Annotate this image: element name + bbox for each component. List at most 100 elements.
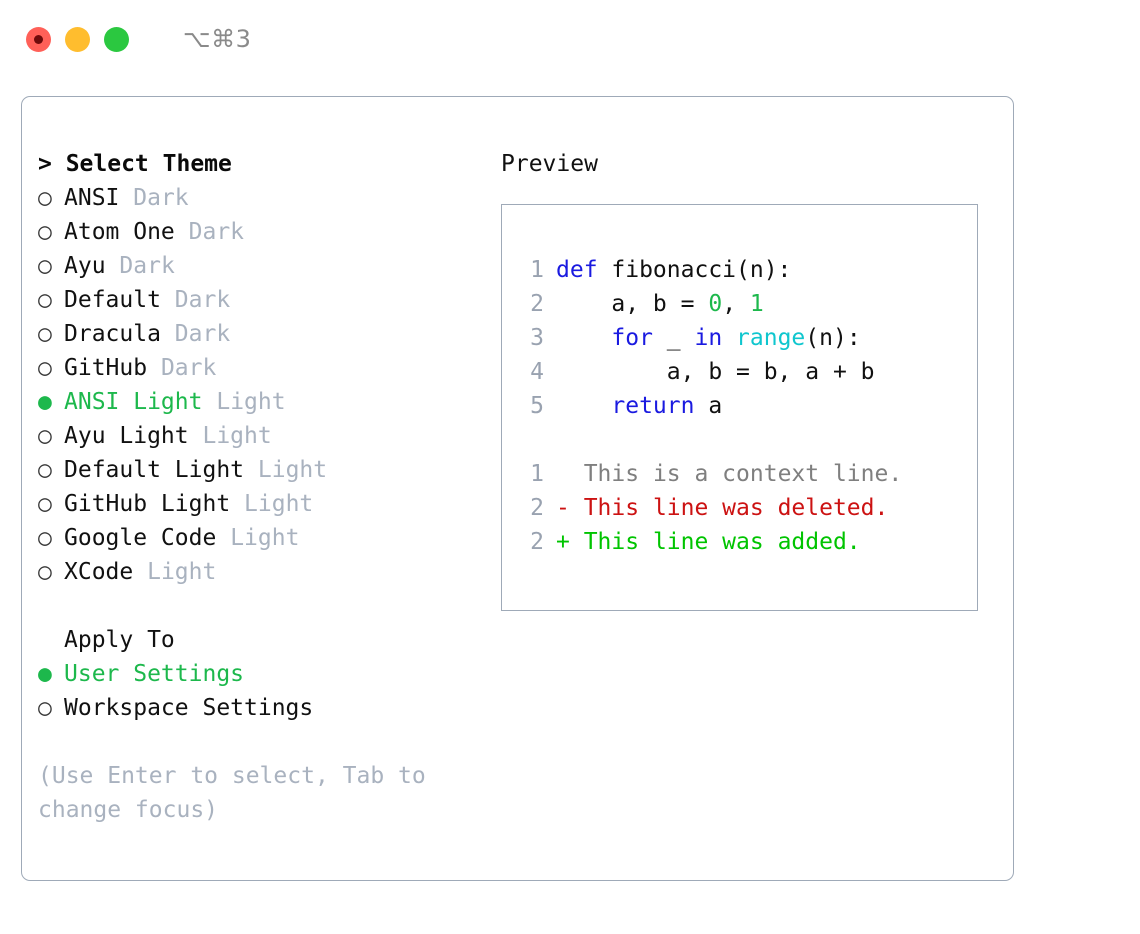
code-token-fn: range <box>736 325 806 351</box>
code-token-plain: a, b = b, a + b <box>556 359 875 385</box>
theme-option-badge: Light <box>244 491 314 517</box>
radio-unselected-icon: ○ <box>38 185 52 211</box>
theme-option-list: ○ANSI Dark○Atom One Dark○Ayu Dark○Defaul… <box>38 181 488 589</box>
apply-to-option-list: ●User Settings○Workspace Settings <box>38 657 488 725</box>
code-token-kw: in <box>694 325 723 351</box>
theme-option-ayu[interactable]: ○ Ayu Dark <box>38 249 488 283</box>
title-bar: ⌥⌘3 <box>0 0 1140 78</box>
theme-option-label: Dracula <box>64 321 161 347</box>
radio-unselected-icon: ○ <box>38 457 52 483</box>
theme-option-ansi[interactable]: ○ ANSI Dark <box>38 181 488 215</box>
code-line-content: a, b = 0, 1 <box>556 287 764 321</box>
theme-option-ayu-light[interactable]: ○Ayu Light Light <box>38 419 488 453</box>
label-badge-gap <box>230 487 244 521</box>
theme-option-ansi-light[interactable]: ●ANSI Light Light <box>38 385 488 419</box>
radio-unselected-icon: ○ <box>38 355 52 381</box>
label-badge-gap <box>106 249 120 283</box>
theme-option-badge: Light <box>230 525 300 551</box>
theme-selector-dialog: > Select Theme ○ANSI Dark○Atom One Dark○… <box>21 96 1014 881</box>
code-line-number: 3 <box>530 325 544 351</box>
code-line: 4 a, b = b, a + b <box>516 355 973 389</box>
diff-line-add: 2+ This line was added. <box>516 525 973 559</box>
code-line-content: for _ in range(n): <box>556 321 861 355</box>
code-token-plain <box>722 325 736 351</box>
label-badge-gap <box>189 419 203 453</box>
code-token-plain: (n): <box>805 325 861 351</box>
diff-line-content: + This line was added. <box>556 525 861 559</box>
code-token-plain <box>556 325 611 351</box>
radio-unselected-icon: ○ <box>38 525 52 551</box>
code-line: 3 for _ in range(n): <box>516 321 973 355</box>
diff-line-content: This is a context line. <box>556 457 903 491</box>
code-token-plain <box>556 393 611 419</box>
code-token-plain: , <box>722 291 750 317</box>
theme-option-badge: Light <box>216 389 286 415</box>
theme-option-badge: Dark <box>133 185 189 211</box>
apply-to-option-user-settings[interactable]: ●User Settings <box>38 657 488 691</box>
diff-line-content: - This line was deleted. <box>556 491 888 525</box>
code-token-plain: a, b = <box>556 291 709 317</box>
theme-option-label: GitHub Light <box>64 491 231 517</box>
hint-spacer <box>38 725 488 759</box>
theme-option-dracula[interactable]: ○ Dracula Dark <box>38 317 488 351</box>
theme-option-badge: Dark <box>119 253 175 279</box>
radio-unselected-icon: ○ <box>38 491 52 517</box>
code-token-kw: def <box>556 257 612 283</box>
diff-marker: - <box>556 495 570 521</box>
label-badge-gap <box>161 317 175 351</box>
radio-unselected-icon: ○ <box>38 253 52 279</box>
radio-unselected-icon: ○ <box>38 695 52 721</box>
theme-list-column: > Select Theme ○ANSI Dark○Atom One Dark○… <box>38 147 488 827</box>
theme-option-badge: Dark <box>174 287 231 313</box>
theme-option-label: Ayu Light <box>64 423 189 449</box>
theme-option-default-light[interactable]: ○Default Light Light <box>38 453 488 487</box>
code-token-num: 1 <box>749 291 764 317</box>
label-badge-gap <box>244 453 258 487</box>
code-line-number: 2 <box>530 291 544 317</box>
code-token-plain: fibonacci(n): <box>611 257 792 283</box>
theme-option-google-code[interactable]: ○Google Code Light <box>38 521 488 555</box>
radio-unselected-icon: ○ <box>38 559 52 585</box>
diff-line-number: 1 <box>530 461 544 487</box>
code-token-plain: _ <box>652 325 695 351</box>
theme-option-badge: Dark <box>174 321 231 347</box>
diff-marker: + <box>556 529 570 555</box>
theme-option-xcode[interactable]: ○XCode Light <box>38 555 488 589</box>
diff-text: This is a context line. <box>569 461 903 487</box>
minimize-button[interactable] <box>65 26 90 52</box>
diff-line-ctx: 1 This is a context line. <box>516 457 973 491</box>
theme-option-github-light[interactable]: ○ GitHub Light Light <box>38 487 488 521</box>
code-line: 5 return a <box>516 389 973 423</box>
theme-option-label: Ayu <box>64 253 106 279</box>
maximize-button[interactable] <box>104 26 129 52</box>
radio-unselected-icon: ○ <box>38 321 52 347</box>
theme-option-github[interactable]: ○ GitHub Dark <box>38 351 488 385</box>
theme-option-label: XCode <box>64 559 134 585</box>
code-token-num: 0 <box>708 291 723 317</box>
apply-to-option-workspace-settings[interactable]: ○Workspace Settings <box>38 691 488 725</box>
diff-line-number: 2 <box>530 495 544 521</box>
close-button[interactable] <box>26 26 51 52</box>
theme-option-default[interactable]: ○Default Dark <box>38 283 488 317</box>
code-line-number: 1 <box>530 257 544 283</box>
theme-option-badge: Dark <box>160 355 217 381</box>
preview-header: Preview <box>501 151 598 177</box>
theme-option-label: GitHub <box>64 355 148 381</box>
radio-unselected-icon: ○ <box>38 423 52 449</box>
theme-option-label: ANSI <box>64 185 120 211</box>
code-token-kw: for <box>611 325 653 351</box>
section-spacer <box>38 589 488 623</box>
window-shortcut-label: ⌥⌘3 <box>183 25 252 53</box>
code-line-number: 5 <box>530 393 544 419</box>
code-line-content: def fibonacci(n): <box>556 253 791 287</box>
diff-sample: 1 This is a context line. 2 - This line wa… <box>516 457 973 559</box>
label-badge-gap <box>147 351 161 385</box>
theme-option-atom-one[interactable]: ○Atom One Dark <box>38 215 488 249</box>
label-badge-gap <box>202 385 216 419</box>
code-line-content: return a <box>556 389 722 423</box>
diff-marker <box>556 461 570 487</box>
radio-unselected-icon: ○ <box>38 219 52 245</box>
